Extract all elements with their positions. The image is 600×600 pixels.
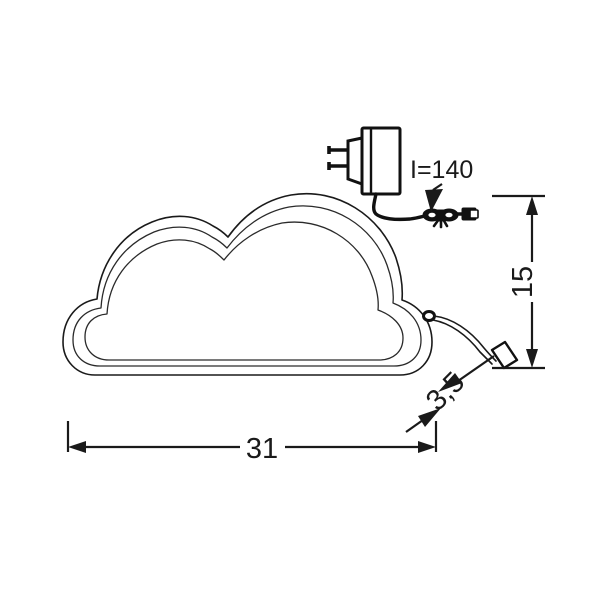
lamp-cord-path-inner [432,319,493,365]
lamp-cord-connector [490,340,519,370]
cable-length-callout: I=140 [410,156,473,212]
cable-tie-loop-right-hole [445,212,453,218]
cable-length-label: I=140 [410,156,473,184]
depth-dimension-label: 3,5 [420,366,471,417]
depth-arrow-lower [418,408,441,427]
adapter-housing [360,126,402,196]
adapter-cord-assembly [372,192,479,229]
cable-length-leader-arrow [425,189,443,212]
height-dimension-label: 15 [507,266,539,298]
depth-leader-line-lower [405,419,424,433]
cable-tie-loop-left-hole [428,212,436,218]
depth-arrow-upper [438,373,462,392]
dc-barrel-connector [461,207,479,221]
cloud-middle-contour [72,205,422,367]
adapter-output-cord [372,192,431,222]
cloud-neon-outline [62,192,433,376]
height-arrow-bottom [526,349,538,368]
depth-leader-line-upper [457,355,495,382]
cable-tie-bundle [422,208,459,229]
width-dimension-label: 31 [246,433,278,465]
height-dimension-15: 15 [492,194,545,370]
adapter-plug-base [346,136,364,187]
width-arrow-right [418,441,436,453]
lamp-cord-path [433,315,497,362]
cloud-outer-contour [62,192,433,376]
cable-length-leader-line [432,183,443,191]
height-arrow-top [526,196,538,215]
width-arrow-left [68,441,86,453]
dc-connector-tip [469,209,479,219]
cord-grommet [422,310,436,322]
depth-dimension-35: 3,5 [405,355,495,433]
width-dimension-31: 31 [66,421,438,465]
cable-tie-tail-left [432,217,441,228]
lamp-output-cord [422,310,519,370]
eu-power-adapter [327,126,402,196]
cable-tie-tail-right [441,217,449,228]
cloud-inner-contour [84,221,404,361]
